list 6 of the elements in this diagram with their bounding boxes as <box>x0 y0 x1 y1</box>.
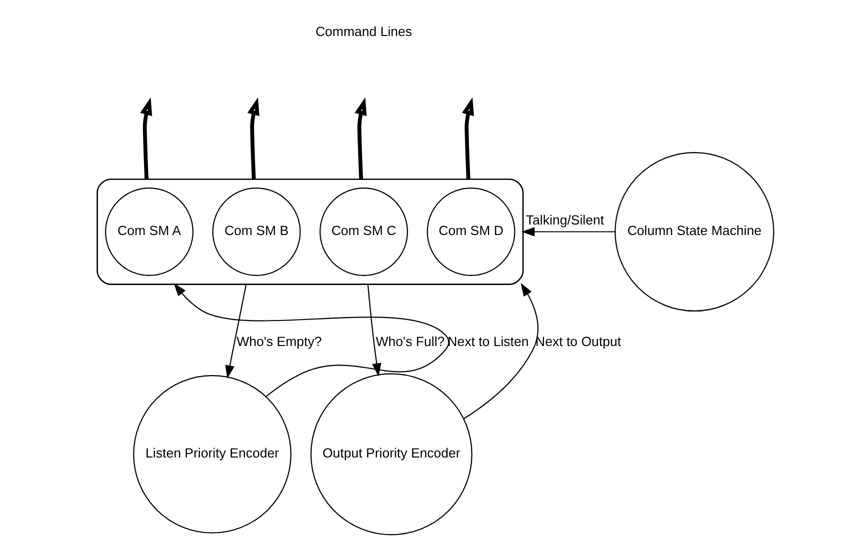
edge-label: Who's Empty? <box>236 334 322 349</box>
edge-label: Next to Output <box>535 334 621 349</box>
edge-label: Who's Full? <box>375 334 444 349</box>
edge-label: Talking/Silent <box>525 212 604 228</box>
label: Command Lines <box>314 24 412 39</box>
edge-label: Next to Listen <box>447 334 528 349</box>
